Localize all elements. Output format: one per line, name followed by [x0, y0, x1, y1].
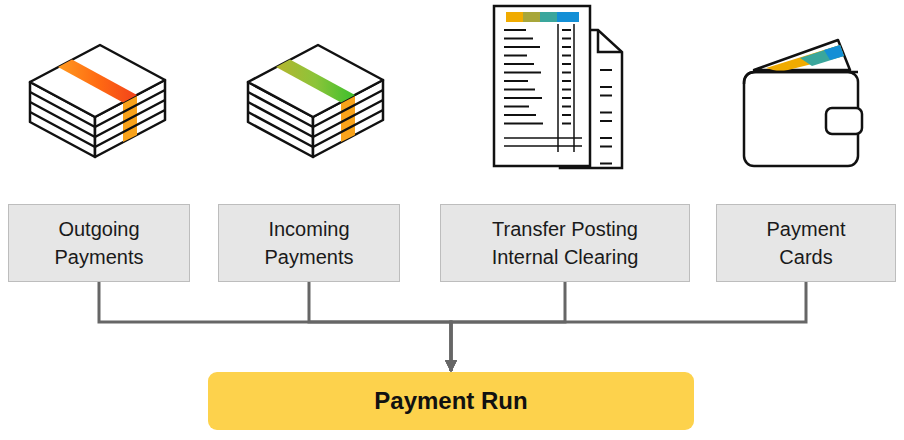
wallet-icon: [744, 40, 862, 166]
connector: [451, 282, 806, 371]
result-box: Payment Run: [208, 372, 694, 430]
connector: [99, 282, 451, 371]
connector: [309, 282, 451, 371]
process-box: Payment Cards: [716, 204, 896, 282]
money-stack-icon: [30, 45, 165, 157]
box-label: Payment Cards: [747, 215, 865, 271]
box-label: Transfer Posting Internal Clearing: [471, 215, 659, 271]
document-lines: [504, 30, 612, 164]
process-box: Outgoing Payments: [8, 204, 190, 282]
process-box: Incoming Payments: [218, 204, 400, 282]
box-label: Incoming Payments: [249, 215, 369, 271]
process-box: Transfer Posting Internal Clearing: [440, 204, 690, 282]
document-icon: [494, 6, 622, 168]
box-label: Payment Run: [374, 387, 527, 415]
connector: [451, 282, 565, 371]
money-stack-icon: [248, 45, 383, 157]
box-label: Outgoing Payments: [39, 215, 159, 271]
